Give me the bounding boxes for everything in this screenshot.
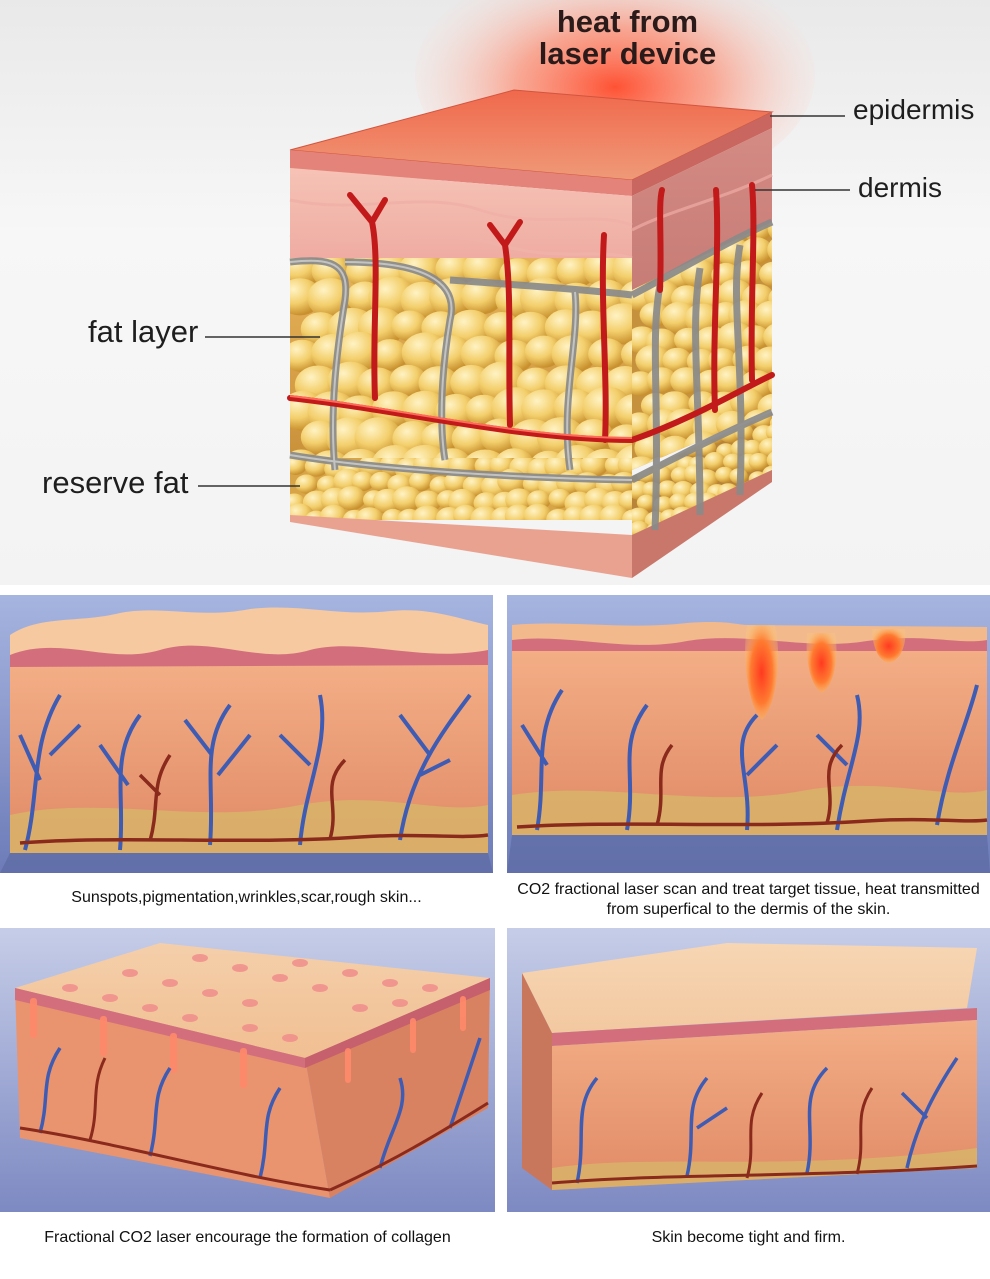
fat-cell bbox=[765, 423, 772, 442]
reserve-fat-label: reserve fat bbox=[42, 465, 189, 500]
fat-cell bbox=[718, 523, 738, 535]
fat-cell bbox=[460, 278, 504, 315]
panel-3-caption: Fractional CO2 laser encourage the forma… bbox=[44, 1229, 451, 1246]
fat-cell bbox=[703, 452, 726, 471]
fat-cell bbox=[763, 322, 772, 352]
fat-cell bbox=[460, 335, 504, 372]
laser-heat-columns bbox=[745, 625, 906, 720]
fat-cell bbox=[747, 523, 770, 535]
fat-cell bbox=[355, 507, 384, 520]
fat-cell bbox=[319, 504, 348, 520]
fat-cell bbox=[599, 504, 629, 520]
fat-cell bbox=[612, 258, 632, 291]
panel-collagen-formation-image bbox=[0, 928, 495, 1212]
panel-laser-treatment-image bbox=[507, 595, 990, 873]
fat-cell bbox=[337, 486, 366, 511]
fat-cell bbox=[706, 525, 727, 535]
fat-cell bbox=[636, 494, 656, 511]
fat-cell bbox=[767, 525, 772, 535]
fat-cell bbox=[759, 261, 772, 287]
fat-cell bbox=[740, 325, 770, 350]
fat-cell bbox=[617, 458, 632, 477]
fat-cell bbox=[290, 458, 307, 475]
fat-cell bbox=[412, 505, 443, 520]
dermis-label: dermis bbox=[858, 172, 943, 203]
fat-cell bbox=[662, 347, 692, 373]
epidermis-label: epidermis bbox=[853, 94, 975, 125]
fat-cell bbox=[409, 471, 433, 492]
fat-cell bbox=[392, 486, 422, 512]
heat-label-line2: laser device bbox=[538, 36, 717, 71]
fat-cell bbox=[740, 237, 772, 265]
fat-cell bbox=[768, 286, 772, 312]
heat-from-laser-label: heat from laser device bbox=[530, 6, 725, 70]
fat-cell bbox=[622, 509, 632, 520]
fat-cell bbox=[632, 412, 654, 437]
fat-cell bbox=[599, 303, 632, 345]
fat-cell bbox=[753, 346, 772, 376]
panel-2-caption: CO2 fractional laser scan and treat targ… bbox=[517, 881, 980, 918]
fat-cell bbox=[429, 335, 473, 372]
fat-cell bbox=[443, 472, 469, 493]
fat-cell bbox=[767, 222, 772, 243]
fat-cell bbox=[767, 510, 772, 527]
fat-cell bbox=[748, 453, 769, 471]
fat-layer-label: fat layer bbox=[88, 314, 199, 349]
fat-cell bbox=[758, 494, 772, 511]
skin-cube-illustration bbox=[198, 0, 850, 578]
fat-cell bbox=[351, 471, 375, 492]
fat-cell bbox=[715, 466, 734, 483]
panel-damaged-skin-image bbox=[0, 595, 493, 873]
fat-cell bbox=[389, 364, 427, 397]
panel-tight-skin-image bbox=[507, 928, 990, 1212]
fat-cell bbox=[737, 520, 761, 535]
fat-cell bbox=[767, 234, 772, 265]
fat-cell bbox=[615, 394, 632, 429]
fat-cell bbox=[754, 300, 772, 331]
fat-cell bbox=[769, 415, 772, 432]
fat-cell bbox=[369, 471, 393, 492]
panel-4-caption: Skin become tight and firm. bbox=[651, 1229, 846, 1246]
fat-cell bbox=[621, 340, 632, 369]
fat-cell bbox=[732, 509, 756, 529]
fat-cell bbox=[758, 438, 772, 458]
fat-cell bbox=[523, 503, 553, 520]
fat-cell bbox=[371, 339, 409, 371]
skin-layers-diagram: heat from laser device epidermis dermis … bbox=[0, 0, 990, 585]
treated-dots bbox=[62, 954, 438, 1042]
fat-cell bbox=[748, 507, 771, 526]
fat-cell bbox=[295, 474, 318, 494]
panel-1-caption: Sunspots,pigmentation,wrinkles,scar,roug… bbox=[71, 889, 422, 906]
fat-cell bbox=[669, 493, 690, 511]
heat-label-line1: heat from bbox=[556, 4, 699, 39]
